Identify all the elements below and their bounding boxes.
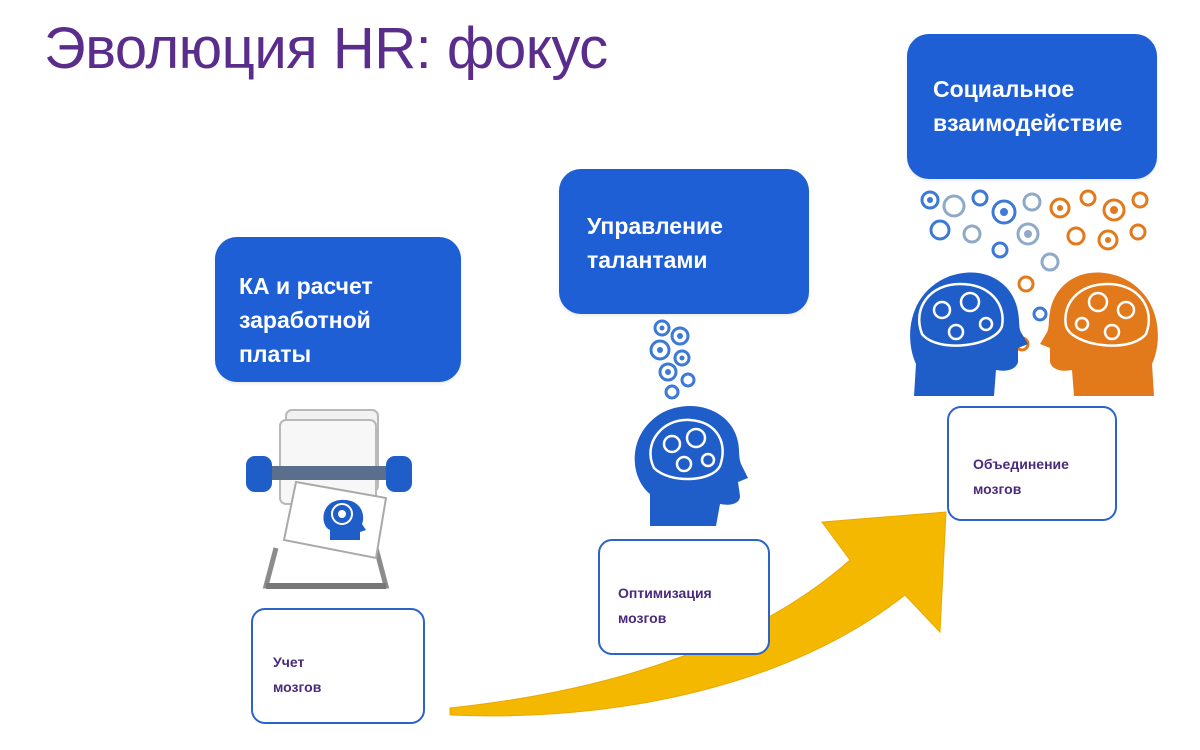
rolodex-icon	[246, 409, 412, 589]
stage-label: КА и расчет заработной платы	[239, 273, 373, 368]
stage-box-payroll: КА и расчет заработной платы	[215, 237, 461, 382]
caption-label: Учет мозгов	[273, 654, 322, 695]
two-heads-gears-icon	[910, 189, 1158, 396]
caption-box-brain-union: Объединение мозгов	[947, 406, 1117, 521]
stage-box-social: Социальное взаимодействие	[907, 34, 1157, 179]
caption-box-brain-accounting: Учет мозгов	[251, 608, 425, 724]
stage-label: Управление талантами	[587, 213, 723, 274]
head-gears-icon	[634, 319, 748, 526]
caption-label: Объединение мозгов	[973, 456, 1069, 497]
stage-box-talent: Управление талантами	[559, 169, 809, 314]
caption-box-brain-optimization: Оптимизация мозгов	[598, 539, 770, 655]
stage-label: Социальное взаимодействие	[933, 76, 1123, 137]
page-title: Эволюция HR: фокус	[44, 16, 608, 81]
caption-label: Оптимизация мозгов	[618, 585, 712, 626]
